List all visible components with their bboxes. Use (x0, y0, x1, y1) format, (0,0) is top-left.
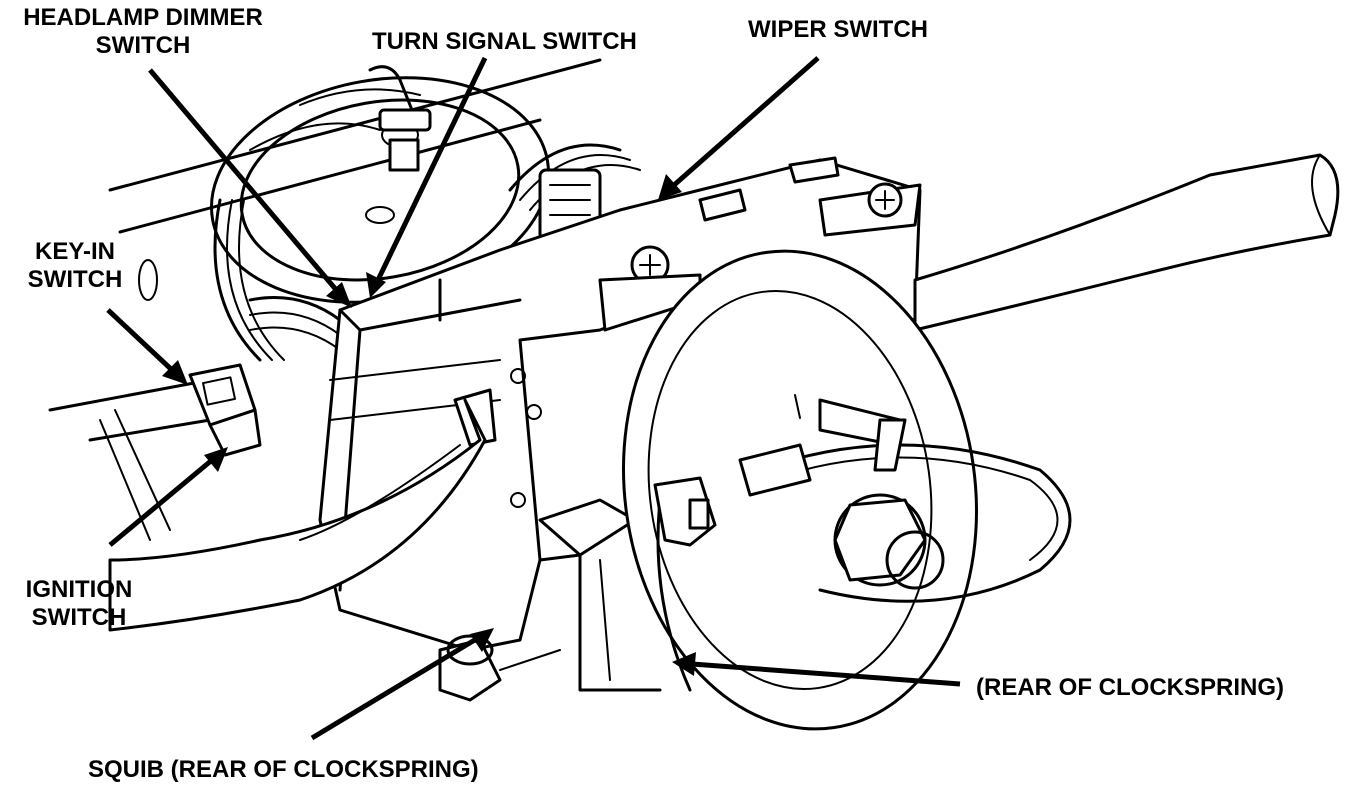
wiper-switch-label: WIPER SWITCH (748, 16, 928, 43)
ignition-switch-line-2: SWITCH (31, 604, 127, 631)
turn-signal-switch-label: TURN SIGNAL SWITCH (372, 28, 637, 55)
leader-arrows (106, 56, 961, 741)
key-in-switch-part (138, 259, 262, 457)
ignition-switch-label: IGNITION SWITCH (4, 576, 154, 632)
headlamp-dimmer-switch-line-2: SWITCH (95, 32, 191, 59)
multifunction-lever (108, 388, 497, 632)
wiper-lever (913, 153, 1340, 332)
clockspring-disc (622, 249, 1072, 731)
key-in-switch-label: KEY-IN SWITCH (0, 238, 150, 294)
steering-wheel-rear (209, 76, 551, 304)
headlamp-dimmer-switch-label: HEADLAMP DIMMER SWITCH (4, 4, 282, 60)
key-in-switch-line-2: SWITCH (27, 266, 123, 293)
headlamp-dimmer-switch-line-1: HEADLAMP DIMMER (23, 4, 263, 31)
squib-mount (438, 634, 561, 702)
rear-of-clockspring-label: (REAR OF CLOCKSPRING) (976, 674, 1284, 701)
key-in-switch-line-1: KEY-IN (34, 238, 115, 265)
squib-label: SQUIB (REAR OF CLOCKSPRING) (88, 756, 479, 783)
ignition-switch-line-1: IGNITION (25, 576, 133, 603)
